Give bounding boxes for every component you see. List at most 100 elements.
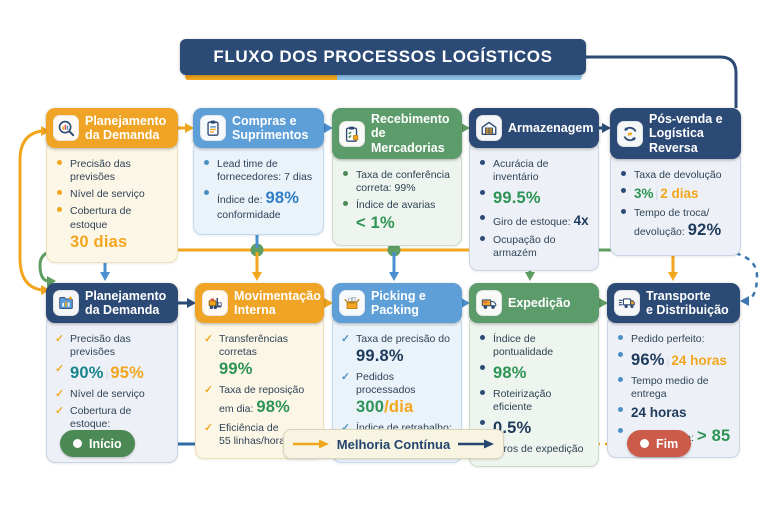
metric-value: 96% <box>631 351 665 370</box>
bullet-icon <box>54 188 65 201</box>
check-icon <box>340 333 351 367</box>
metric-text: Giro de estoque: <box>493 215 571 228</box>
metric-item: Precisão das previsões <box>54 333 170 359</box>
loop-arrow-right-icon <box>458 439 495 449</box>
metric-value: < 1% <box>356 213 395 232</box>
node-header: Pós-venda e Logística Reversa <box>610 108 741 160</box>
metric-text: Cobertura de estoque <box>70 205 132 231</box>
metric-text: Índice de avarias <box>356 199 436 212</box>
node-movimentacao-interna: Movimentação Interna Transferências corr… <box>195 283 324 459</box>
metric-item: 99.5% <box>477 188 591 209</box>
node-pos-venda-logistica-reversa: Pós-venda e Logística Reversa Taxa de de… <box>610 108 741 257</box>
bullet-icon <box>201 188 212 222</box>
metric-value: 24 horas <box>671 353 727 369</box>
node-title: Transporte e Distribuição <box>646 288 729 317</box>
metric-item: Precisão das previsões <box>54 158 170 184</box>
start-label: Início <box>89 436 122 451</box>
metric-text: Erros de expedição <box>493 442 584 455</box>
metric-item: 24 horas <box>615 405 732 422</box>
metric-text: Nível de serviço <box>70 387 145 400</box>
node-transporte-distribuicao: Transporte e Distribuição Pedido perfeit… <box>607 283 740 458</box>
metric-value: 99.8% <box>356 347 404 366</box>
metric-value: 98% <box>265 189 300 208</box>
bullet-icon <box>477 388 488 414</box>
bullet-icon <box>618 207 629 241</box>
metric-text: Acurácia de inventário <box>493 158 549 184</box>
metric-value: 92% <box>687 221 722 240</box>
checklist-clipboard-icon <box>339 120 365 147</box>
value-separator: | <box>655 189 659 202</box>
metric-item: Acurácia de inventário <box>477 158 591 184</box>
bullet-icon <box>615 426 626 447</box>
node-header: Planejamento da Demanda <box>46 283 178 323</box>
metric-text: Pedidos processados <box>356 370 416 396</box>
metric-item: Índice de pontualidade <box>477 333 591 359</box>
metric-text: Tempo de troca/ <box>634 207 710 220</box>
bullet-icon <box>618 169 629 182</box>
metric-item: Tempo medio de entrega <box>615 375 732 401</box>
magnifier-chart-icon <box>53 115 79 141</box>
node-body: Taxa de conferência correta: 99% Índice … <box>332 151 462 247</box>
warehouse-icon <box>476 115 502 141</box>
node-compras-suprimentos: Compras e Suprimentos Lead time de forne… <box>193 108 324 235</box>
metric-text: Transferências corretas <box>219 333 289 359</box>
metric-value: 99.5% <box>493 189 541 208</box>
metric-text: Roteirização eficiente <box>493 387 552 413</box>
clipboard-icon <box>200 115 226 141</box>
check-icon <box>340 371 351 418</box>
node-header: Recebimento de Mercadorias <box>332 108 462 160</box>
metric-value: 4x <box>573 212 589 228</box>
metric-text: Ocupação do armazém <box>493 233 556 259</box>
metric-item: Taxa de conferência correta: 99% <box>340 169 454 195</box>
metric-text: Taxa de precisão do <box>356 333 450 345</box>
metric-item: Lead time de fornecedores: 7 dias <box>201 158 316 184</box>
metric-item: Erros de expedição <box>477 443 591 456</box>
end-pill: Fim <box>627 430 692 457</box>
metric-item: Índice de: 98%conformidade <box>201 188 316 222</box>
metric-text: Taxa de devolução <box>634 169 722 182</box>
node-title: Pós-venda e Logística Reversa <box>649 112 723 155</box>
metric-text: conformidade <box>217 208 281 221</box>
metric-item: Índice de avarias< 1% <box>340 199 454 233</box>
node-planejamento-demanda-top: Planejamento da Demanda Precisão das pre… <box>46 108 178 264</box>
node-header: Transporte e Distribuição <box>607 283 740 323</box>
metric-item: Taxa de devolução <box>618 169 733 182</box>
bullet-icon <box>477 158 488 184</box>
bullet-icon <box>340 169 351 195</box>
metric-item: Pedido perfeito: <box>615 333 732 346</box>
end-label: Fim <box>656 436 679 451</box>
metric-item: 98% <box>477 363 591 384</box>
node-header: Planejamento da Demanda <box>46 108 178 148</box>
metric-text: Eficiência de <box>219 421 279 434</box>
node-header: Expedição <box>469 283 599 323</box>
metric-text: Índice de pontualidade <box>493 333 554 359</box>
end-dot-icon <box>640 439 649 448</box>
metric-text: Taxa de reposição em dia: <box>219 383 305 415</box>
check-icon <box>54 363 65 384</box>
metric-item: Tempo de troca/devolução: 92% <box>618 207 733 241</box>
metric-value: 3% <box>634 186 654 202</box>
value-separator: | <box>666 356 670 369</box>
node-title: Movimentação Interna <box>234 288 321 317</box>
metric-value: 24 horas <box>631 405 687 420</box>
metric-text: Taxa de conferência correta: 99% <box>356 169 450 195</box>
reverse-logistics-icon <box>617 120 643 147</box>
metric-text: Cobertura de estoque: <box>70 405 132 431</box>
node-title: Compras e Suprimentos <box>232 113 309 142</box>
metric-value: /dia <box>384 398 414 416</box>
title-underline-orange <box>185 74 337 80</box>
metric-text: Lead time de fornecedores: 7 dias <box>217 158 313 184</box>
node-header: Movimentação Interna <box>195 283 324 323</box>
node-header: Picking e Packing <box>332 283 462 323</box>
metric-item: Taxa de precisão do 99.8% <box>340 333 454 367</box>
node-title: Armazenagem <box>508 120 594 135</box>
chart-folder-icon <box>53 290 79 316</box>
metric-text: Nível de serviço <box>70 188 145 201</box>
bullet-icon <box>477 234 488 260</box>
bullet-icon <box>477 333 488 359</box>
fast-truck-icon <box>614 290 640 316</box>
